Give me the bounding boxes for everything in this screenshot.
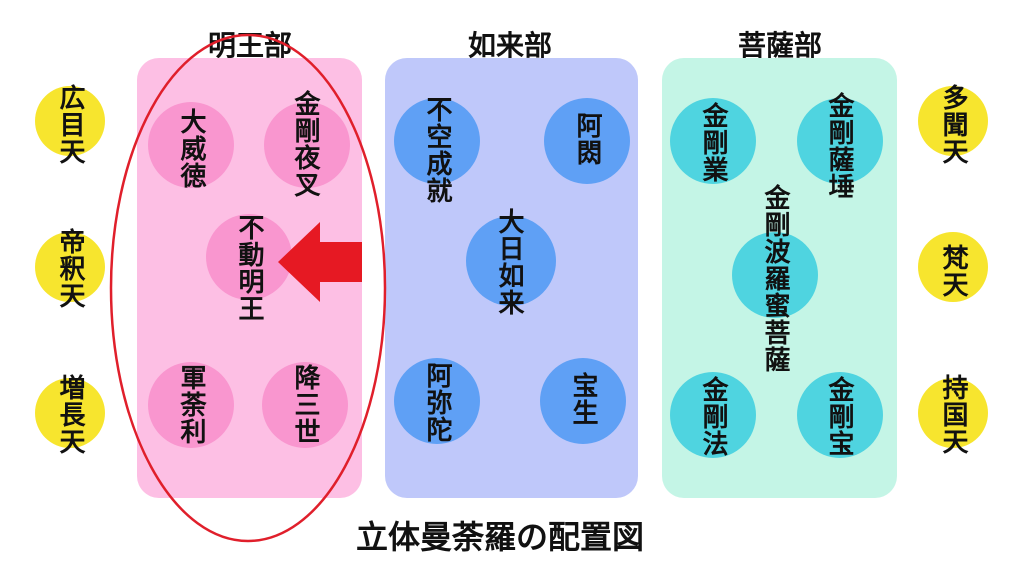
label-taishaku: 帝釈天 — [55, 228, 85, 309]
group-title-bosatsu: 菩薩部 — [737, 29, 822, 62]
circle-daiitoku — [148, 102, 234, 188]
circle-kongoharamitsu — [732, 232, 818, 318]
label-fudo: 不動明王 — [234, 214, 264, 322]
label-kongoho2: 金剛宝 — [824, 376, 854, 457]
label-fukujoju: 不空成就 — [422, 96, 452, 204]
label-kongogo: 金剛業 — [698, 102, 728, 183]
circle-jikoku — [918, 378, 988, 448]
label-daiitoku: 大威徳 — [176, 108, 206, 189]
circle-gozanze — [262, 362, 348, 448]
label-amida: 阿弥陀 — [422, 362, 452, 443]
circle-kongoho — [670, 372, 756, 458]
diagram-caption: 立体曼荼羅の配置図 — [356, 518, 645, 556]
circle-kongoyasha — [264, 102, 350, 188]
circle-ashuku — [544, 98, 630, 184]
label-kongoyasha: 金剛夜叉 — [290, 90, 320, 198]
highlight-ellipse — [109, 33, 387, 543]
label-gundari: 軍荼利 — [176, 364, 206, 445]
group-title-nyorai: 如来部 — [467, 29, 552, 62]
label-kongoho: 金剛法 — [698, 376, 728, 457]
circle-kongosatta — [797, 98, 883, 184]
circle-taishaku — [35, 232, 105, 302]
circle-fudo — [206, 214, 292, 300]
label-zocho: 増長天 — [55, 374, 85, 455]
circle-kongoho2 — [797, 372, 883, 458]
label-bon: 梵天 — [938, 244, 968, 298]
label-ashuku: 阿閦 — [572, 112, 602, 166]
label-kongoharamitsu: 金剛波羅蜜菩薩 — [760, 184, 790, 373]
label-kongosatta: 金剛薩埵 — [824, 92, 854, 200]
label-dainichi: 大日如来 — [494, 208, 524, 316]
label-komoku: 広目天 — [55, 84, 85, 165]
circle-tamon — [918, 86, 988, 156]
circle-komoku — [35, 86, 105, 156]
label-jikoku: 持国天 — [938, 374, 968, 455]
circle-zocho — [35, 378, 105, 448]
arrow-icon — [278, 222, 362, 302]
circle-dainichi — [466, 216, 556, 306]
circle-kongogo — [670, 98, 756, 184]
circle-hosho — [540, 358, 626, 444]
circle-amida — [394, 358, 480, 444]
label-hosho: 宝生 — [568, 372, 598, 426]
circle-gundari — [148, 362, 234, 448]
label-gozanze: 降三世 — [290, 364, 320, 445]
circle-bon — [918, 232, 988, 302]
label-tamon: 多聞天 — [938, 84, 968, 165]
circle-fukujoju — [394, 98, 480, 184]
